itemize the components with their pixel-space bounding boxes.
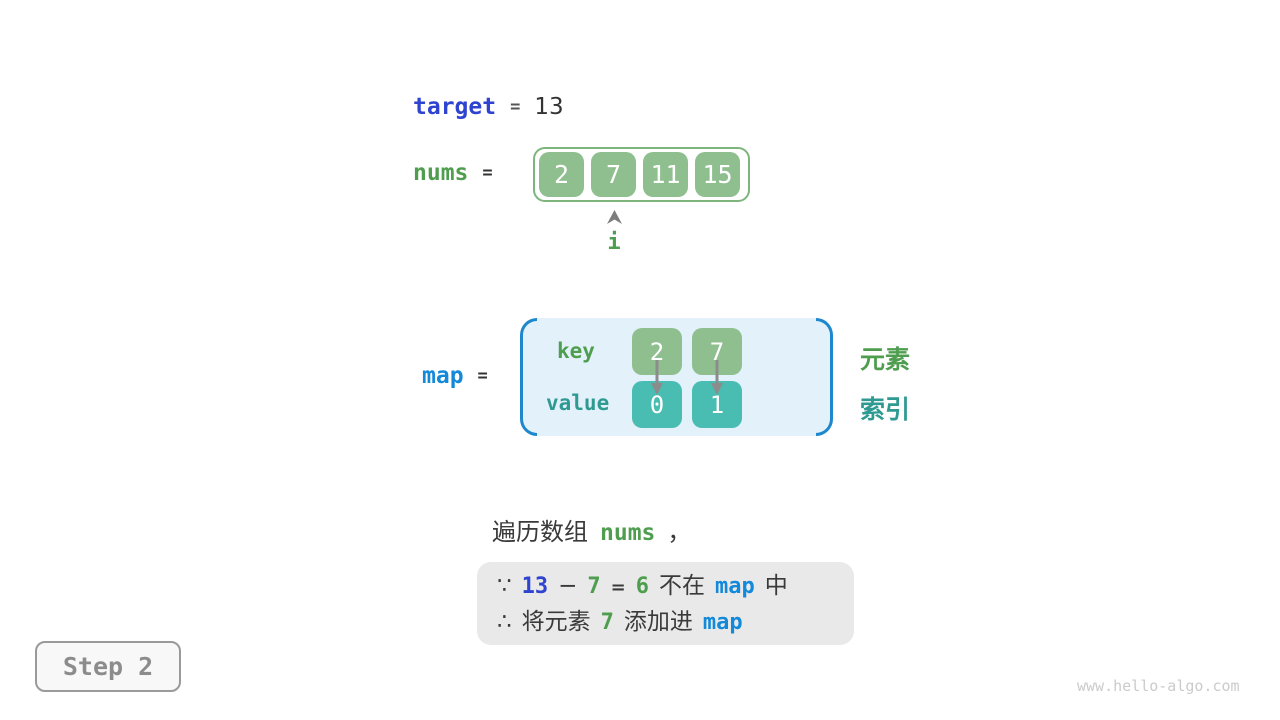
- sentence-comma: ，: [667, 518, 692, 546]
- left-bracket: [520, 318, 537, 436]
- right-bracket: [816, 318, 833, 436]
- equals-sign: =: [610, 577, 626, 598]
- map-inline-code: map: [715, 574, 755, 599]
- sentence-prefix: 遍历数组: [492, 518, 588, 546]
- step-badge: Step 2: [35, 641, 181, 692]
- nums-array: 2 7 11 15: [533, 147, 750, 202]
- nums-variable-label: nums: [413, 160, 469, 186]
- therefore-symbol: ∴: [497, 609, 512, 635]
- array-cell: 2: [539, 152, 584, 197]
- index-side-label: 索引: [860, 395, 911, 424]
- key-row-label: key: [557, 339, 595, 363]
- index-pointer-label: i: [607, 230, 621, 255]
- array-cell: 7: [591, 152, 636, 197]
- number-7: 7: [600, 610, 614, 635]
- reasoning-box: ∵ 13 − 7 = 6 不在 map 中 ∴ 将元素 7 添加进 map: [477, 562, 854, 645]
- down-arrow-icon: [651, 360, 663, 395]
- add-into-text: 添加进: [623, 609, 693, 635]
- minus-sign: −: [558, 573, 578, 599]
- map-container: key value 2 7 0 1: [520, 318, 833, 436]
- map-value-cell: 0: [632, 381, 682, 428]
- target-value: 13: [534, 94, 564, 120]
- zhong-text: 中: [764, 573, 788, 599]
- number-6: 6: [635, 574, 650, 599]
- site-watermark: www.hello-algo.com: [1077, 677, 1240, 695]
- map-variable-label: map: [422, 363, 464, 389]
- map-value-cell: 1: [692, 381, 742, 428]
- step-label: Step 2: [62, 652, 154, 681]
- map-inline-code: map: [702, 610, 743, 635]
- traverse-sentence: 遍历数组 nums ，: [492, 512, 691, 547]
- number-13: 13: [521, 574, 549, 599]
- array-cell: 11: [643, 152, 688, 197]
- nums-inline-code: nums: [600, 520, 656, 546]
- equals-sign: =: [482, 163, 493, 183]
- not-in-text: 不在: [659, 573, 706, 599]
- because-symbol: ∵: [497, 573, 512, 599]
- reason-line-therefore: ∴ 将元素 7 添加进 map: [497, 605, 834, 640]
- equals-sign: =: [510, 97, 521, 117]
- nums-assignment: nums =: [413, 160, 493, 186]
- reason-line-because: ∵ 13 − 7 = 6 不在 map 中: [497, 569, 834, 605]
- array-cell: 15: [695, 152, 740, 197]
- add-element-text: 将元素: [521, 609, 591, 635]
- target-variable-label: target: [413, 94, 497, 120]
- target-assignment: target = 13: [413, 94, 564, 120]
- up-arrow-icon: [607, 210, 622, 224]
- down-arrow-icon: [711, 360, 723, 395]
- value-row-label: value: [546, 391, 610, 415]
- equals-sign: =: [477, 366, 488, 386]
- number-7: 7: [587, 574, 601, 599]
- element-side-label: 元素: [860, 345, 911, 374]
- map-assignment: map =: [422, 363, 488, 389]
